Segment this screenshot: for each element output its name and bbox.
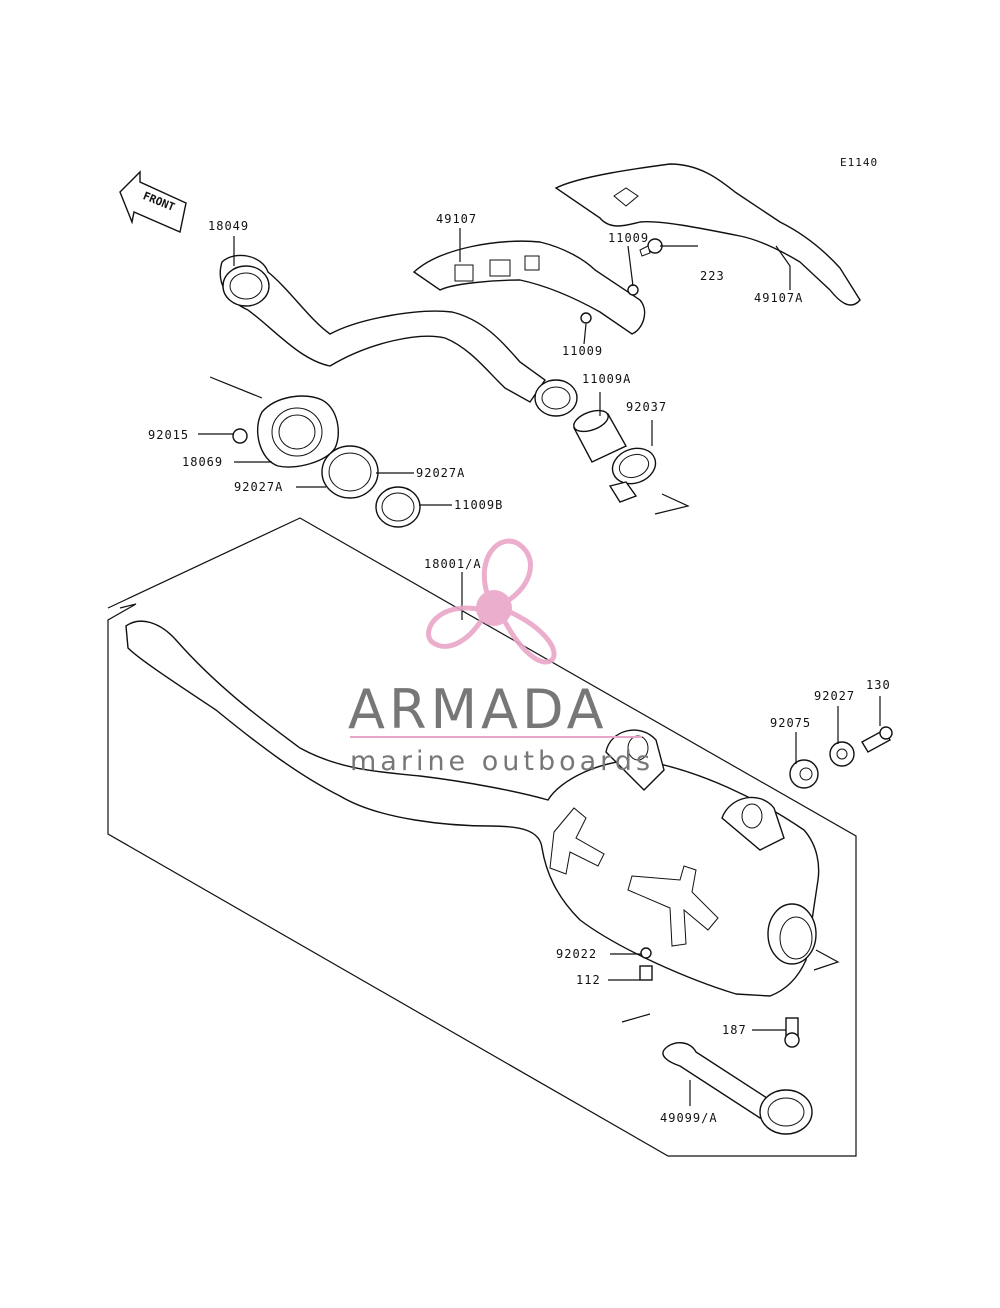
front-arrow-icon: FRONT [119, 170, 187, 233]
nut-11009-top[interactable] [627, 284, 639, 296]
leader-lines [198, 228, 881, 1106]
label-11009a: 11009A [582, 372, 631, 386]
heat-guard-49107[interactable] [412, 240, 646, 335]
washer-92022[interactable] [640, 947, 652, 959]
label-92027a-left: 92027A [234, 480, 283, 494]
collar-92027[interactable] [829, 741, 855, 767]
diagram-code: E1140 [840, 156, 878, 169]
gasket-11009a[interactable] [571, 406, 627, 463]
label-92022: 92022 [556, 947, 597, 961]
bolt-187[interactable] [784, 1017, 800, 1048]
watermark-brand: ARMADA [348, 678, 608, 741]
label-11009-top: 11009 [608, 231, 649, 245]
label-18049: 18049 [208, 219, 249, 233]
watermark-tagline: marine outboards [350, 746, 654, 777]
armada-watermark: ARMADA marine outboards [348, 538, 654, 777]
label-11009-bottom: 11009 [562, 344, 603, 358]
label-49099a: 49099/A [660, 1111, 718, 1125]
label-49107a: 49107A [754, 291, 803, 305]
label-18069: 18069 [182, 455, 223, 469]
bolt-130[interactable] [861, 726, 893, 753]
muffler-18001a[interactable] [125, 620, 820, 997]
label-112: 112 [576, 973, 601, 987]
label-130: 130 [866, 678, 891, 692]
label-18001a: 18001/A [424, 557, 482, 571]
flange-18069[interactable] [257, 395, 339, 468]
clamp-92037[interactable] [608, 443, 661, 503]
grommet-92075[interactable] [789, 759, 819, 789]
label-92075: 92075 [770, 716, 811, 730]
label-92027a-right: 92027A [416, 466, 465, 480]
assembly-boundary-lines [107, 376, 857, 1157]
label-187: 187 [722, 1023, 747, 1037]
label-223: 223 [700, 269, 725, 283]
heat-guard-49107a[interactable] [554, 163, 861, 306]
label-11009b: 11009B [454, 498, 503, 512]
nut-92015[interactable] [232, 428, 248, 444]
gasket-11009b[interactable] [375, 486, 421, 528]
label-92027: 92027 [814, 689, 855, 703]
spark-arrestor-49099a[interactable] [662, 1042, 813, 1135]
nut-11009-bottom[interactable] [580, 312, 592, 324]
header-pipe-18049[interactable] [219, 254, 578, 417]
ring-92027a[interactable] [321, 445, 379, 499]
propeller-logo-icon [426, 538, 557, 665]
label-49107: 49107 [436, 212, 477, 226]
label-92037: 92037 [626, 400, 667, 414]
bolt-112[interactable] [639, 965, 653, 981]
label-92015: 92015 [148, 428, 189, 442]
